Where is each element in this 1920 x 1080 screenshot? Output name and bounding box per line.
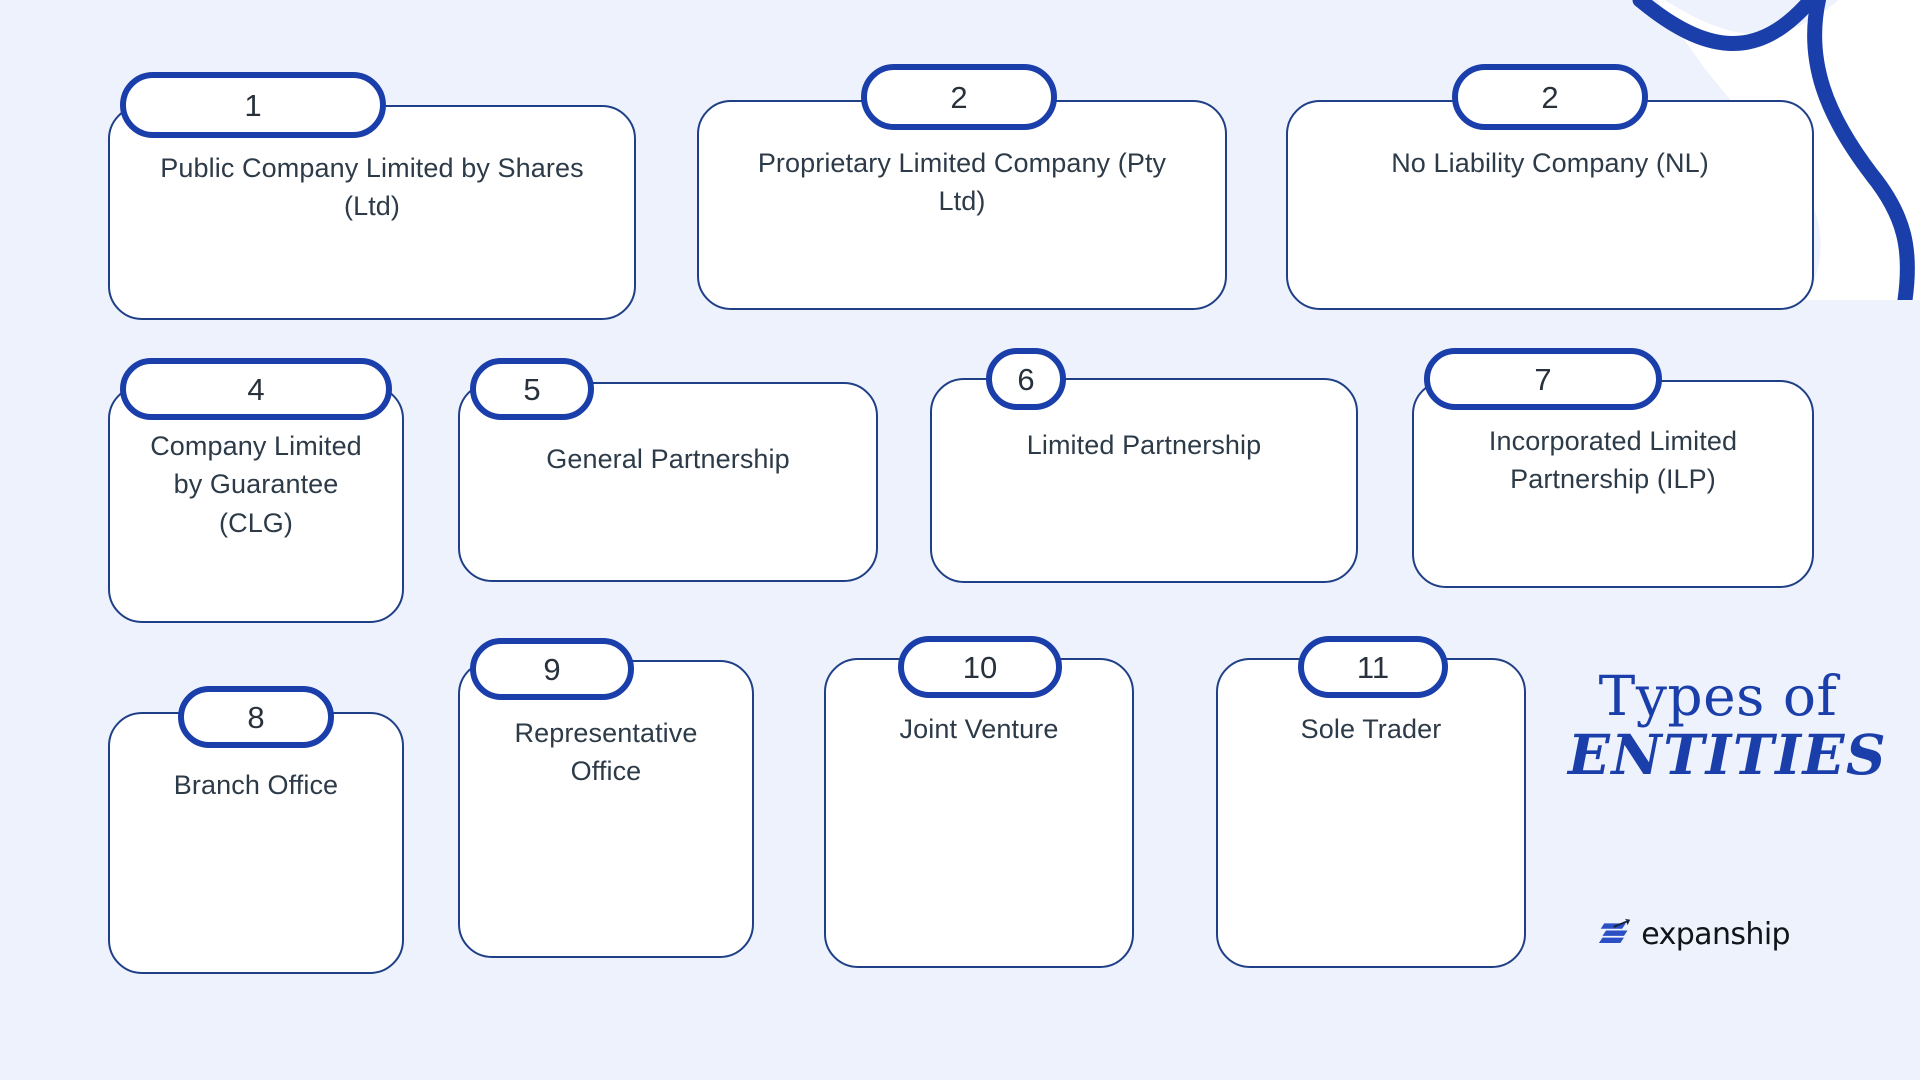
entity-card-2[interactable]: Proprietary Limited Company (Pty Ltd) (697, 100, 1227, 310)
title-line-2: ENTITIES (1568, 722, 1888, 788)
entity-card-7-label: Incorporated Limited Partnership (ILP) (1488, 426, 1738, 495)
entity-badge-9[interactable]: 9 (470, 638, 634, 700)
entity-card-8[interactable]: Branch Office (108, 712, 404, 974)
entity-card-6[interactable]: Limited Partnership (930, 378, 1358, 583)
entity-badge-7[interactable]: 7 (1424, 348, 1662, 410)
entity-card-6-label: Limited Partnership (1026, 430, 1262, 460)
entity-card-7[interactable]: Incorporated Limited Partnership (ILP) (1412, 380, 1814, 588)
entity-card-1[interactable]: Public Company Limited by Shares (Ltd) (108, 105, 636, 320)
entity-badge-3[interactable]: 2 (1452, 64, 1648, 130)
entity-badge-1[interactable]: 1 (120, 72, 386, 138)
entity-card-11[interactable]: Sole Trader (1216, 658, 1526, 968)
entity-card-9-label: Representative Office (514, 718, 698, 787)
entity-badge-2[interactable]: 2 (861, 64, 1057, 130)
entity-card-11-label: Sole Trader (1300, 714, 1442, 744)
entity-card-1-label: Public Company Limited by Shares (Ltd) (160, 153, 584, 222)
entity-badge-8[interactable]: 8 (178, 686, 334, 748)
entity-card-9[interactable]: Representative Office (458, 660, 754, 958)
expanship-logo: expanship (1597, 917, 1791, 952)
entity-badge-5[interactable]: 5 (470, 358, 594, 420)
entity-badge-6[interactable]: 6 (986, 348, 1066, 410)
expanship-logo-text: expanship (1641, 917, 1790, 952)
entity-badge-11[interactable]: 11 (1298, 636, 1448, 698)
entity-card-4-label: Company Limited by Guarantee (CLG) (150, 431, 362, 538)
entity-badge-10[interactable]: 10 (898, 636, 1062, 698)
entity-card-3-label: No Liability Company (NL) (1391, 148, 1709, 178)
entity-card-8-label: Branch Office (173, 770, 339, 800)
expanship-logo-icon (1599, 918, 1631, 944)
title-block: Types of ENTITIES (1568, 664, 1888, 788)
entity-card-5-label: General Partnership (546, 444, 790, 474)
title-line-1: Types of (1598, 664, 1838, 728)
entity-card-10-label: Joint Venture (899, 714, 1059, 744)
entity-card-2-label: Proprietary Limited Company (Pty Ltd) (757, 148, 1167, 217)
entity-badge-4[interactable]: 4 (120, 358, 392, 420)
entity-card-4[interactable]: Company Limited by Guarantee (CLG) (108, 385, 404, 623)
entity-card-10[interactable]: Joint Venture (824, 658, 1134, 968)
entity-card-3[interactable]: No Liability Company (NL) (1286, 100, 1814, 310)
